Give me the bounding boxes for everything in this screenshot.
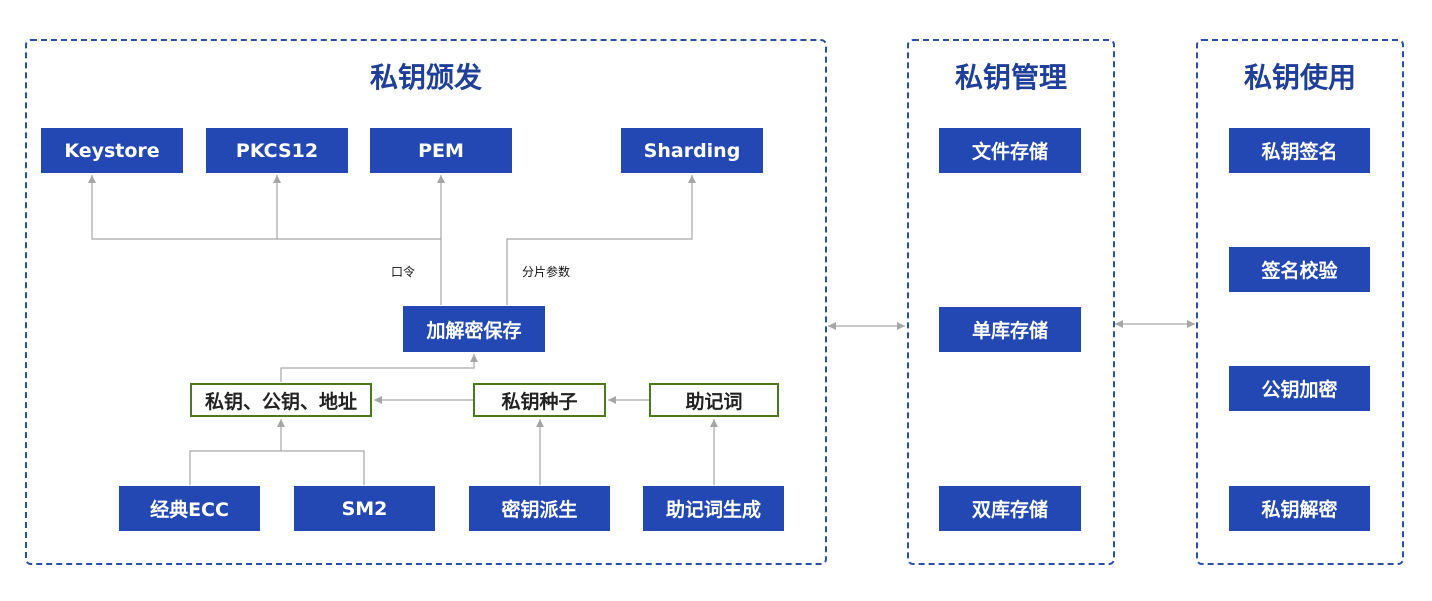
mnemonic-box: 助记词: [649, 383, 779, 417]
encrypt-save-box: 加解密保存: [403, 306, 545, 352]
keypair-address-box: 私钥、公钥、地址: [190, 383, 372, 417]
format-keystore: Keystore: [41, 128, 183, 173]
key-seed-box: 私钥种子: [473, 383, 606, 417]
connector-encrypt-to-sharding: [506, 175, 696, 305]
use-public-key-encrypt: 公钥加密: [1229, 366, 1370, 411]
use-private-key-sign: 私钥签名: [1229, 128, 1370, 173]
panel-title-usage: 私钥使用: [1243, 61, 1356, 94]
format-pem: PEM: [370, 128, 512, 173]
format-sharding: Sharding: [621, 128, 763, 173]
mnemonic-generation-box: 助记词生成: [643, 486, 784, 531]
edge-label-shard-params: 分片参数: [522, 265, 571, 279]
algo-classic-ecc: 经典ECC: [119, 486, 260, 531]
panel-key-usage: [1196, 39, 1404, 565]
panel-title-management: 私钥管理: [954, 61, 1067, 94]
manage-single-db-storage: 单库存储: [939, 307, 1081, 352]
panel-key-management: [907, 39, 1115, 565]
algo-sm2: SM2: [294, 486, 435, 531]
key-derivation-box: 密钥派生: [469, 486, 610, 531]
manage-dual-db-storage: 双库存储: [939, 486, 1081, 531]
panel-title-issuance: 私钥颁发: [369, 61, 482, 94]
manage-file-storage: 文件存储: [939, 128, 1081, 173]
use-private-key-decrypt: 私钥解密: [1229, 486, 1370, 531]
edge-label-password: 口令: [391, 265, 416, 279]
panel-key-issuance: [25, 39, 827, 565]
format-pkcs12: PKCS12: [206, 128, 348, 173]
connector-keypair-to-encrypt: [280, 354, 478, 382]
connector-encrypt-to-keystore: [88, 175, 442, 305]
connector-algos-to-keypair: [189, 419, 365, 485]
use-signature-verify: 签名校验: [1229, 247, 1370, 292]
